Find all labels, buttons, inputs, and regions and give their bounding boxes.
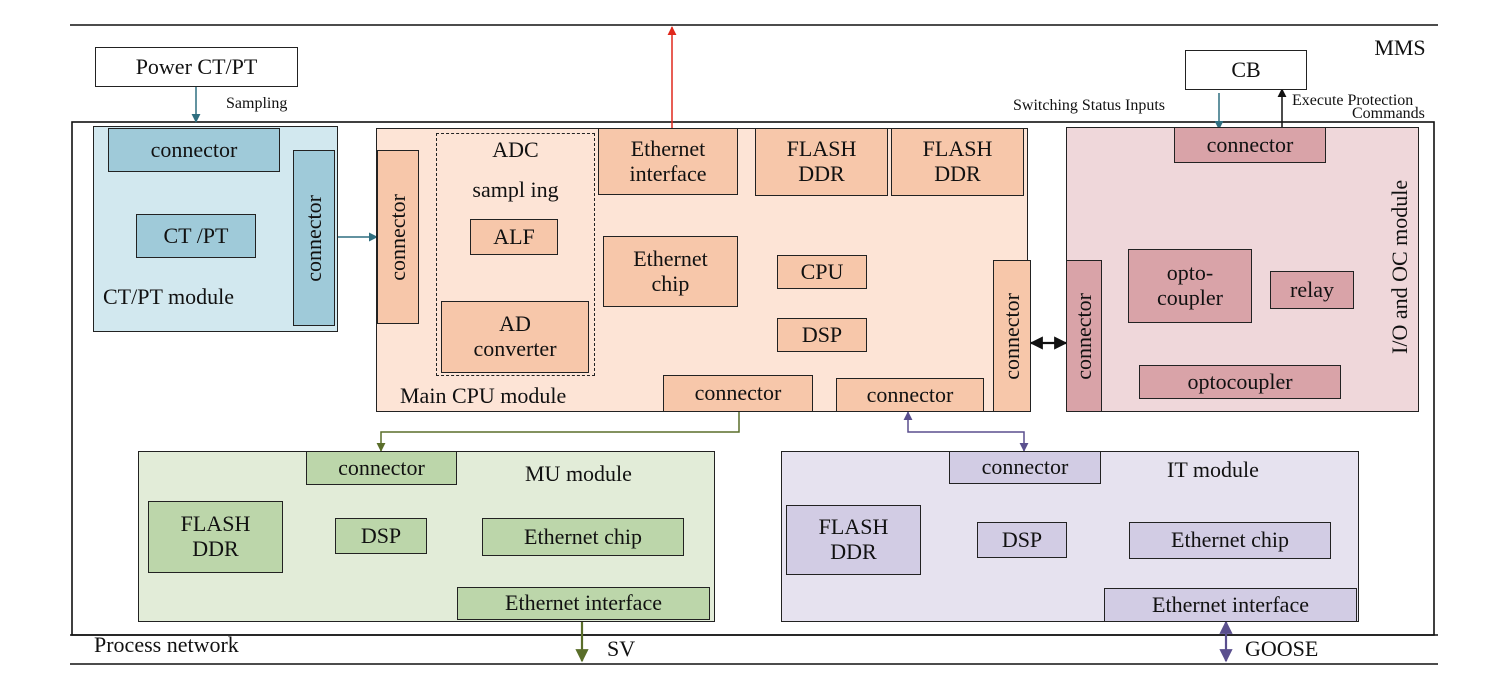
it-flash-ddr-line1: FLASH [818, 514, 889, 540]
cpu-flash-ddr-2-line2: DDR [934, 161, 981, 186]
it-connector-label: connector [981, 454, 1069, 480]
it-flash-ddr-line2: DDR [830, 539, 877, 564]
cpu-connector-left: connector [377, 150, 419, 324]
io-connector-top: connector [1174, 127, 1326, 163]
adc-sampling-region [436, 133, 595, 376]
mu-flash-ddr-line2: DDR [192, 536, 239, 561]
sv-label: SV [607, 636, 636, 661]
it-ethernet-interface: Ethernet interface [1104, 588, 1357, 622]
mu-ethernet-chip: Ethernet chip [482, 518, 684, 556]
cb-label: CB [1231, 56, 1261, 82]
process-network-label: Process network [94, 632, 239, 657]
power-ctpt-label: Power CT/PT [135, 53, 258, 79]
io-connector-top-label: connector [1206, 131, 1294, 157]
cpu-dsp-label: DSP [801, 321, 843, 347]
cpu-flash-ddr-1-line2: DDR [798, 161, 845, 186]
mu-ethernet-interface: Ethernet interface [457, 587, 710, 620]
commands-label: Commands [1352, 105, 1425, 122]
mu-ethernet-chip-label: Ethernet chip [524, 523, 642, 549]
cpu-connector-bottom-2: connector [836, 378, 984, 412]
cpu-label: CPU [800, 258, 844, 284]
cpu-connector-bottom-2-label: connector [866, 381, 954, 407]
cpu-box: CPU [777, 255, 867, 289]
it-dsp-label: DSP [1001, 526, 1043, 552]
io-relay: relay [1270, 271, 1354, 309]
mu-flash-ddr: FLASH DDR [148, 501, 283, 573]
io-optocoupler-bottom: optocoupler [1139, 365, 1341, 399]
cpu-ethernet-interface: Ethernet interface [598, 128, 738, 195]
cpu-dsp-box: DSP [777, 318, 867, 352]
mu-connector: connector [306, 451, 457, 485]
cpu-flash-ddr-2-line1: FLASH [922, 136, 993, 162]
cpu-connector-bottom-1: connector [663, 375, 813, 412]
ctpt-module-title: CT/PT module [103, 284, 234, 309]
mu-ethernet-interface-label: Ethernet interface [505, 590, 662, 616]
cpu-ethernet-chip-line1: Ethernet [633, 245, 708, 271]
cpu-connector-left-label: connector [384, 193, 410, 281]
cpu-flash-ddr-1: FLASH DDR [755, 128, 888, 196]
io-connector-left-label: connector [1070, 292, 1096, 380]
cpu-ethernet-chip: Ethernet chip [603, 236, 738, 307]
mms-label: MMS [1374, 35, 1426, 60]
it-ethernet-chip-label: Ethernet chip [1171, 527, 1289, 553]
mu-dsp: DSP [335, 518, 427, 554]
ctpt-connector-side: connector [293, 150, 335, 326]
sampling-label: Sampling [226, 95, 288, 112]
adc-sampling-label: sampl ing [472, 177, 559, 202]
adc-label: ADC [492, 137, 539, 162]
cpu-ethernet-chip-line2: chip [651, 270, 690, 296]
io-relay-label: relay [1290, 276, 1334, 302]
cpu-flash-ddr-1-line1: FLASH [786, 136, 857, 162]
main-cpu-module-title: Main CPU module [400, 383, 567, 408]
io-optocoupler-top-line2: coupler [1157, 285, 1223, 310]
io-connector-left: connector [1066, 260, 1102, 412]
ctpt-box-label: CT /PT [163, 222, 229, 248]
io-module-title: I/O and OC module [1387, 179, 1412, 355]
ad-converter-line1: AD [499, 311, 531, 337]
ctpt-box: CT /PT [136, 214, 256, 258]
alf-label: ALF [493, 223, 535, 249]
cpu-ethernet-interface-line2: interface [629, 160, 707, 186]
wire-cpu-mu [376, 412, 740, 452]
ctpt-connector-top-label: connector [150, 136, 238, 162]
ctpt-connector-top: connector [108, 128, 280, 172]
cb-box: CB [1185, 50, 1307, 90]
io-optocoupler-top: opto- coupler [1128, 249, 1252, 323]
cpu-connector-right-label: connector [998, 292, 1024, 380]
goose-label: GOOSE [1245, 636, 1319, 661]
it-module-title: IT module [1167, 457, 1259, 482]
it-ethernet-interface-label: Ethernet interface [1152, 591, 1309, 617]
power-ctpt-box: Power CT/PT [95, 47, 298, 87]
mu-flash-ddr-line1: FLASH [180, 511, 251, 537]
it-connector: connector [949, 451, 1101, 484]
alf-box: ALF [470, 219, 558, 255]
cpu-ethernet-interface-line1: Ethernet [630, 135, 706, 161]
mu-connector-label: connector [338, 454, 425, 480]
mu-module-title: MU module [525, 461, 632, 486]
cpu-connector-bottom-1-label: connector [694, 380, 782, 406]
wire-cpu-it [903, 411, 1029, 452]
it-dsp: DSP [977, 522, 1067, 558]
switching-status-label: Switching Status Inputs [1013, 97, 1166, 114]
device-outline [71, 121, 1435, 636]
ad-converter-line2: converter [473, 336, 557, 361]
mu-dsp-label: DSP [360, 522, 402, 548]
execute-protection-label: Execute Protection [1292, 92, 1414, 109]
cpu-flash-ddr-2: FLASH DDR [891, 128, 1024, 196]
it-flash-ddr: FLASH DDR [786, 505, 921, 575]
io-optocoupler-bottom-label: optocoupler [1187, 368, 1293, 394]
io-optocoupler-top-line1: opto- [1166, 260, 1214, 286]
ad-converter-box: AD converter [441, 301, 589, 373]
ctpt-connector-side-label: connector [300, 194, 326, 282]
it-ethernet-chip: Ethernet chip [1129, 522, 1331, 559]
cpu-connector-right: connector [993, 260, 1031, 412]
